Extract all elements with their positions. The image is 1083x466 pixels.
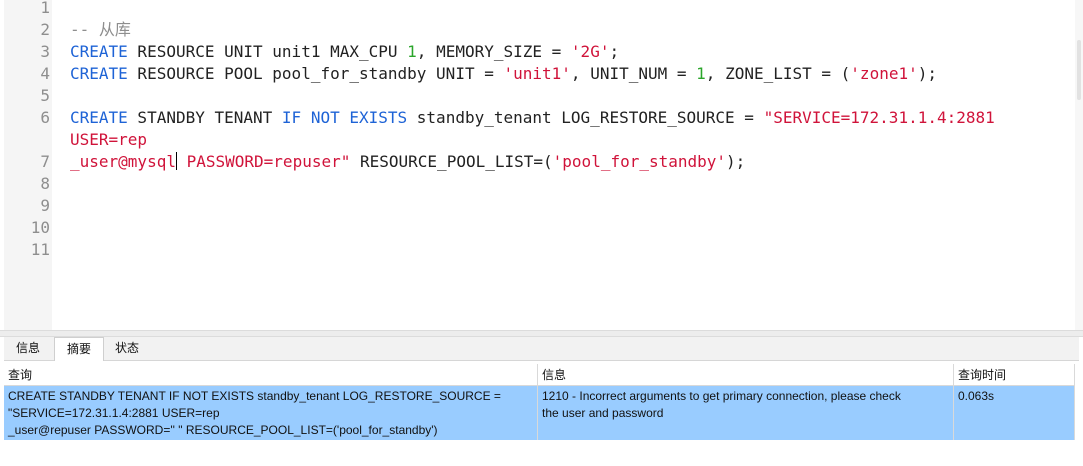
result-tabs: 信息 摘要 状态 <box>4 337 1079 361</box>
line-number: 1 <box>40 0 50 17</box>
sql-text: RESOURCE UNIT unit1 MAX_CPU <box>127 42 408 61</box>
sql-string: "SERVICE=172.31.1.4:2881 <box>763 108 995 127</box>
sql-number: 1 <box>696 64 706 83</box>
code-line-6[interactable]: CREATE STANDBY TENANT IF NOT EXISTS stan… <box>70 107 995 129</box>
cell-message[interactable]: 1210 - Incorrect arguments to get primar… <box>538 386 954 440</box>
sql-keyword: IF NOT EXISTS <box>281 108 408 127</box>
line-number: 9 <box>40 196 50 215</box>
line-number: 4 <box>40 64 50 83</box>
line-number: 11 <box>30 240 50 259</box>
cell-query[interactable]: CREATE STANDBY TENANT IF NOT EXISTS stan… <box>4 386 538 440</box>
sql-text: ; <box>609 42 620 61</box>
column-header-query[interactable]: 查询 <box>4 364 538 386</box>
column-header-time[interactable]: 查询时间 <box>954 364 1075 386</box>
line-number: 10 <box>30 218 50 237</box>
sql-text: RESOURCE_POOL_LIST=( <box>350 152 553 171</box>
sql-text: , MEMORY_SIZE = <box>416 42 571 61</box>
sql-string: PASSWORD=repuser" <box>176 152 351 171</box>
line-number-gutter <box>4 0 52 330</box>
line-number: 6 <box>40 108 50 127</box>
code-line-6-wrap[interactable]: USER=rep <box>70 129 147 151</box>
editor-scroll-thumb[interactable] <box>1077 40 1081 100</box>
sql-text: ); <box>726 152 746 171</box>
sql-text: , ZONE_LIST = ( <box>705 64 851 83</box>
code-line-4[interactable]: CREATE RESOURCE POOL pool_for_standby UN… <box>70 63 937 85</box>
tab-info[interactable]: 信息 <box>15 341 40 355</box>
line-number: 7 <box>40 152 50 171</box>
sql-string: 'unit1' <box>503 64 571 83</box>
results-table: 查询 信息 查询时间 CREATE STANDBY TENANT IF NOT … <box>4 364 1075 464</box>
sql-keyword: CREATE <box>70 64 128 83</box>
line-number: 2 <box>40 20 50 39</box>
sql-string: _user@mysql <box>70 152 176 171</box>
editor-scrollbar[interactable] <box>1075 0 1083 330</box>
tab-summary[interactable]: 摘要 <box>54 337 104 361</box>
line-number: 8 <box>40 174 50 193</box>
sql-text: STANDBY TENANT <box>127 108 282 127</box>
sql-text: RESOURCE POOL pool_for_standby UNIT = <box>127 64 504 83</box>
sql-string: 'zone1' <box>850 64 918 83</box>
sql-text: standby_tenant LOG_RESTORE_SOURCE = <box>407 108 764 127</box>
cell-time[interactable]: 0.063s <box>954 386 1075 440</box>
line-number: 3 <box>40 42 50 61</box>
code-line-3[interactable]: CREATE RESOURCE UNIT unit1 MAX_CPU 1, ME… <box>70 41 619 63</box>
sql-keyword: CREATE <box>70 42 128 61</box>
column-header-message[interactable]: 信息 <box>538 364 954 386</box>
sql-text: ); <box>917 64 937 83</box>
sql-string: '2G' <box>570 42 610 61</box>
sql-number: 1 <box>407 42 417 61</box>
pane-splitter[interactable] <box>0 330 1083 337</box>
sql-string: USER=rep <box>70 130 148 149</box>
code-line-2[interactable]: -- 从库 <box>70 19 131 41</box>
sql-text: , UNIT_NUM = <box>570 64 697 83</box>
sql-comment: -- 从库 <box>70 20 131 39</box>
sql-keyword: CREATE <box>70 108 128 127</box>
sql-editor[interactable]: 1 2 3 4 5 6 7 8 9 10 11 -- 从库 CREATE RES… <box>0 0 1075 330</box>
code-line-7[interactable]: _user@mysql PASSWORD=repuser" RESOURCE_P… <box>70 151 745 173</box>
text-cursor <box>175 152 177 170</box>
line-number: 5 <box>40 86 50 105</box>
tab-status[interactable]: 状态 <box>114 341 139 355</box>
sql-string: 'pool_for_standby' <box>552 152 727 171</box>
